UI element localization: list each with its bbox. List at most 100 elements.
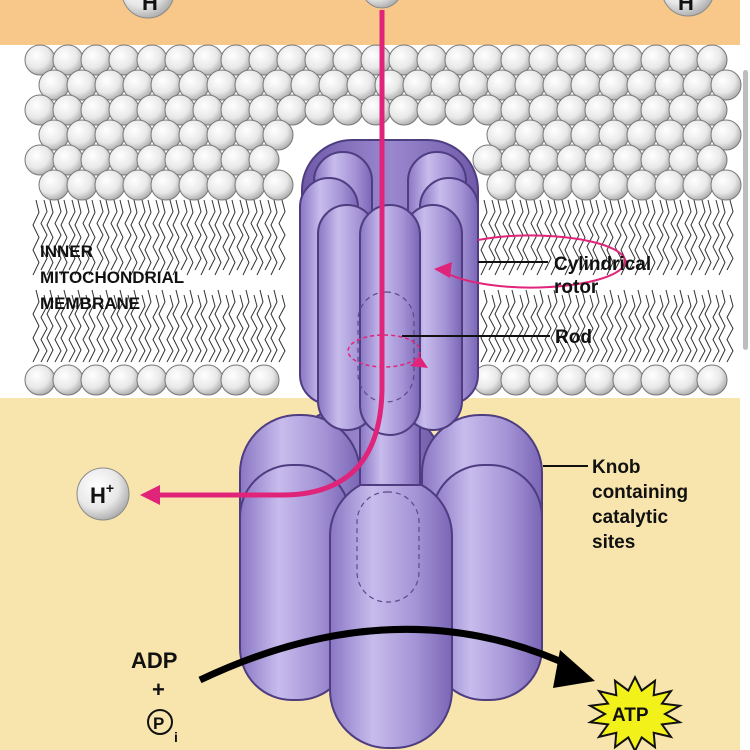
- lipid-head: [514, 169, 546, 201]
- lipid-tail: [200, 199, 208, 276]
- lipid-head: [136, 364, 168, 396]
- lipid-tail: [718, 289, 726, 363]
- lipid-tail: [656, 199, 664, 271]
- lipid-head: [598, 169, 630, 201]
- reaction-arrow: [198, 625, 577, 684]
- lipid-tail: [726, 199, 734, 271]
- lipid-tail: [96, 294, 104, 363]
- lipid-head: [486, 169, 518, 201]
- lipid-tail: [628, 199, 636, 271]
- lipid-tail: [516, 294, 524, 363]
- proton-icon-top-left: H: [122, 0, 174, 19]
- lipid-tail: [698, 294, 706, 363]
- lipid-tail: [222, 199, 230, 271]
- lipid-tail: [88, 289, 96, 363]
- knob-label: Knob containing catalytic sites: [592, 457, 693, 553]
- lipid-tail: [550, 199, 558, 276]
- rod-label: Rod: [555, 327, 592, 348]
- knob-label-line-4: sites: [592, 532, 635, 553]
- lipid-tail: [96, 199, 104, 271]
- phosphate-icon: P i: [147, 709, 178, 745]
- lipid-head: [164, 364, 196, 396]
- lipid-tail: [228, 289, 236, 363]
- knob-label-line-3: catalytic: [592, 507, 668, 528]
- rotor-rotation-arrow-icon: [434, 262, 452, 278]
- lipid-head: [150, 169, 182, 201]
- lipid-tail: [194, 294, 202, 363]
- membrane-label-line-2: MITOCHONDRIAL: [40, 268, 184, 287]
- lipid-head: [500, 364, 532, 396]
- lipid-head: [206, 169, 238, 201]
- lipid-tail: [116, 289, 124, 363]
- rod-rotation-arrow-icon: [410, 356, 428, 368]
- lipid-tail: [186, 289, 194, 363]
- lipid-head: [304, 94, 336, 126]
- lipid-head: [80, 364, 112, 396]
- lipid-tail: [592, 199, 600, 276]
- lipid-tail: [242, 289, 250, 363]
- lipid-tail: [676, 199, 684, 276]
- atp-starburst-icon: ATP: [587, 674, 683, 750]
- lipid-tail: [46, 199, 54, 276]
- lipid-tail: [158, 199, 166, 276]
- lipid-head: [248, 364, 280, 396]
- lipid-tail: [152, 294, 160, 363]
- lipid-tail: [606, 289, 614, 363]
- lipid-tail: [130, 289, 138, 363]
- lipid-tail: [522, 289, 530, 363]
- scrollbar[interactable]: [743, 70, 748, 350]
- lipid-head: [612, 364, 644, 396]
- lipid-head: [444, 94, 476, 126]
- lipid-tail: [592, 289, 600, 363]
- proton-icon-top-center: [365, 0, 399, 9]
- lipid-head: [24, 364, 56, 396]
- lipid-tail: [166, 199, 174, 271]
- proton-top-left-label: H: [142, 0, 158, 15]
- lipid-tail: [130, 199, 138, 276]
- lipid-tail: [250, 199, 258, 271]
- lipid-head: [388, 94, 420, 126]
- lipid-tail: [138, 199, 146, 271]
- lipid-tail: [634, 199, 642, 276]
- plus-label: +: [152, 677, 165, 702]
- lipid-tail: [550, 289, 558, 363]
- lipid-tail: [572, 294, 580, 363]
- lipid-tail: [158, 289, 166, 363]
- lipid-tail: [726, 294, 734, 363]
- lipid-tail: [628, 294, 636, 363]
- lipid-tail: [642, 199, 650, 271]
- proton-top-right-label: H: [678, 0, 694, 15]
- lipid-head: [122, 169, 154, 201]
- lipid-tail: [586, 199, 594, 271]
- reaction-arrowhead-icon: [553, 650, 595, 688]
- lipid-tail: [32, 199, 40, 276]
- lipid-tail: [214, 289, 222, 363]
- lipid-tail: [578, 199, 586, 276]
- lipid-head: [584, 364, 616, 396]
- proton-out-superscript: +: [106, 480, 114, 496]
- lipid-tail: [600, 294, 608, 363]
- lipid-tail: [102, 199, 110, 276]
- lipid-tail: [704, 289, 712, 363]
- lipid-tail: [214, 199, 222, 276]
- lipid-tail: [208, 199, 216, 271]
- lipid-tail: [676, 289, 684, 363]
- lipid-head: [626, 169, 658, 201]
- lipid-tail: [82, 199, 90, 271]
- lipid-tail: [544, 199, 552, 271]
- lipid-tail: [256, 289, 264, 363]
- lipid-tail: [578, 289, 586, 363]
- lipid-head: [640, 364, 672, 396]
- proton-out-icon: H+: [76, 467, 130, 521]
- lipid-tail: [508, 289, 516, 363]
- lipid-tail: [502, 199, 510, 271]
- lipid-tail: [656, 294, 664, 363]
- lipid-tail: [614, 199, 622, 271]
- lipid-tail: [670, 294, 678, 363]
- lipid-tail: [180, 199, 188, 271]
- lipid-tail: [152, 199, 160, 271]
- lipid-tail: [558, 199, 566, 271]
- lipid-tail: [558, 294, 566, 363]
- lipid-tail: [236, 199, 244, 271]
- lipid-tail: [502, 294, 510, 363]
